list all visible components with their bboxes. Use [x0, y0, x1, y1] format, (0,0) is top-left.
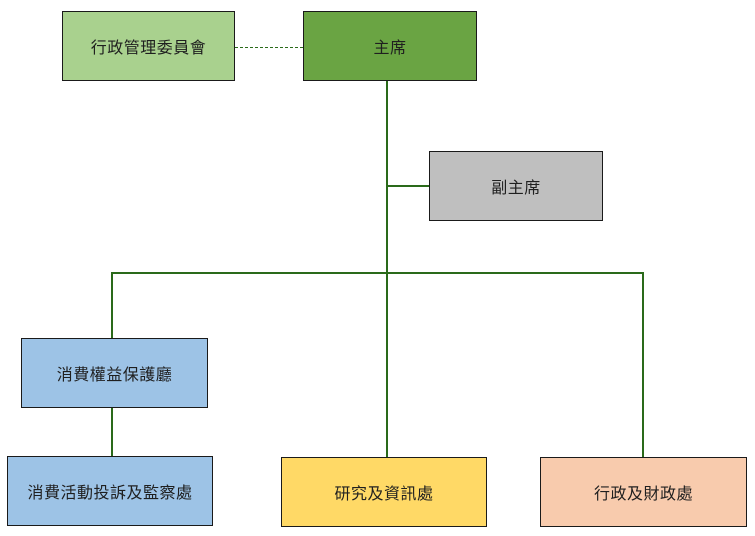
node-chair[interactable]: 主席	[303, 11, 477, 81]
consumer-rights-connector	[111, 272, 113, 338]
node-research[interactable]: 研究及資訊處	[281, 457, 487, 527]
node-complaints[interactable]: 消費活動投訴及監察處	[7, 456, 213, 526]
node-label: 研究及資訊處	[334, 484, 434, 503]
vice-chair-connector	[387, 185, 429, 187]
node-consumer-rights[interactable]: 消費權益保護廳	[21, 338, 208, 408]
branch-connector-horizontal	[111, 272, 643, 274]
node-label: 行政管理委員會	[90, 38, 207, 57]
dashed-connector-committee-chair	[235, 47, 303, 48]
node-admin-committee[interactable]: 行政管理委員會	[62, 11, 235, 81]
node-label: 消費活動投訴及監察處	[27, 483, 193, 502]
node-label: 主席	[373, 38, 407, 57]
complaints-connector	[111, 408, 113, 456]
node-label: 副主席	[491, 178, 541, 197]
node-finance[interactable]: 行政及財政處	[540, 457, 747, 527]
finance-connector	[642, 272, 644, 457]
node-label: 消費權益保護廳	[56, 365, 173, 384]
node-label: 行政及財政處	[593, 484, 693, 503]
node-vice-chair[interactable]: 副主席	[429, 151, 603, 221]
trunk-connector	[386, 81, 388, 457]
